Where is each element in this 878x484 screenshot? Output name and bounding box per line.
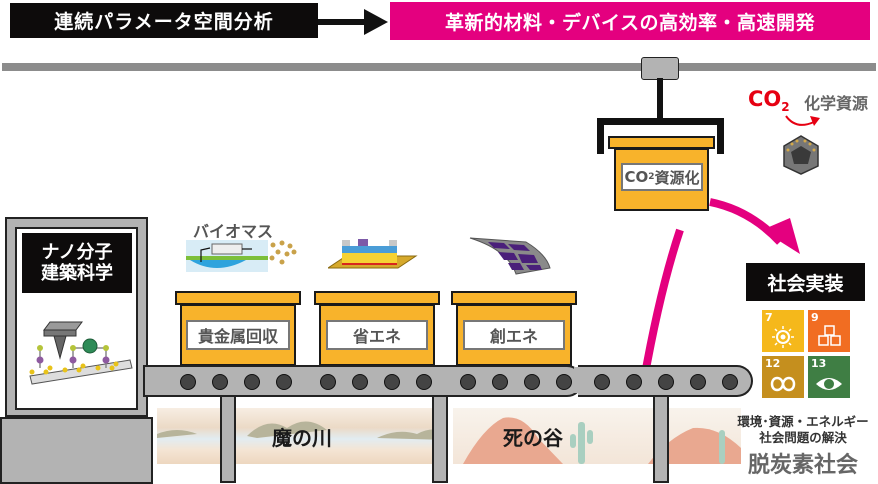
outcome-line1: 環境･資源・エネルギー bbox=[737, 414, 869, 429]
box-lid-energy-creation bbox=[451, 291, 577, 305]
belt-roller bbox=[276, 374, 292, 390]
belt-roller bbox=[690, 374, 706, 390]
metal-particles-icon bbox=[269, 240, 297, 265]
magenta-arrow-icon bbox=[640, 198, 800, 380]
afm-tip-molecule-icon bbox=[29, 321, 133, 385]
label-energy-saving: 省エネ bbox=[326, 320, 428, 350]
hanger-right-arm bbox=[717, 118, 724, 154]
devils-river-label: 魔の川 bbox=[272, 425, 332, 450]
sdg-tiles: 7 9 12 13 bbox=[762, 310, 850, 398]
belt-roller bbox=[460, 374, 476, 390]
conveyor-belt-extension bbox=[578, 365, 753, 397]
conversion-text: 資源化 bbox=[654, 168, 700, 187]
sdg-9-tile: 9 bbox=[808, 310, 850, 352]
label-precious-metal-recovery: 貴金属回収 bbox=[186, 320, 290, 350]
sdg-13-tile: 13 bbox=[808, 356, 850, 398]
co2-sub: 2 bbox=[781, 100, 790, 115]
belt-roller bbox=[384, 374, 400, 390]
co2-text: CO bbox=[624, 168, 649, 186]
belt-join bbox=[574, 367, 580, 393]
belt-roller bbox=[244, 374, 260, 390]
nano-station-base bbox=[0, 417, 153, 484]
social-implementation-title: 社会実装 bbox=[746, 263, 865, 301]
overhead-rail-mid bbox=[518, 63, 683, 71]
nano-title-line1: ナノ分子 bbox=[41, 242, 113, 263]
belt-roller bbox=[180, 374, 196, 390]
header-continuous-parameter-analysis: 連続パラメータ空間分析 bbox=[10, 3, 318, 38]
desert-cactus-icon bbox=[463, 417, 741, 464]
conveyor-leg bbox=[432, 395, 448, 483]
decarbonized-society-label: 脱炭素社会 bbox=[747, 453, 858, 478]
hanger-left-arm bbox=[597, 118, 604, 154]
right-arrow-icon bbox=[318, 9, 388, 35]
belt-roller bbox=[658, 374, 674, 390]
catalyst-polyhedron-icon bbox=[783, 135, 819, 175]
conveyor-belt bbox=[143, 365, 583, 397]
sdg-number: 13 bbox=[811, 357, 827, 370]
eye-globe-icon bbox=[816, 378, 842, 390]
belt-roller bbox=[416, 374, 432, 390]
box-lid-precious-metal bbox=[175, 291, 301, 305]
nano-title-box: ナノ分子 建築科学 bbox=[22, 233, 132, 293]
cubes-icon bbox=[818, 325, 841, 346]
conveyor-leg bbox=[653, 395, 669, 483]
outcome-line2: 社会問題の解決 bbox=[759, 430, 847, 445]
sdg-12-tile: 12 bbox=[762, 356, 804, 398]
thin-film-device-icon bbox=[328, 239, 418, 269]
header-innovative-materials: 革新的材料・デバイスの高効率・高速開発 bbox=[390, 2, 870, 40]
co2-label: CO2 bbox=[748, 87, 790, 114]
conveyor-leg bbox=[220, 395, 236, 483]
rail-trolley bbox=[641, 57, 679, 80]
curved-red-arrow-icon bbox=[785, 115, 820, 126]
infinity-icon bbox=[770, 376, 796, 392]
label-energy-creation: 創エネ bbox=[463, 320, 565, 350]
river-hills-icon bbox=[157, 421, 447, 440]
belt-roller bbox=[320, 374, 336, 390]
sdg-7-tile: 7 bbox=[762, 310, 804, 352]
belt-roller bbox=[626, 374, 642, 390]
chemical-resource-label: 化学資源 bbox=[804, 94, 869, 113]
belt-roller bbox=[556, 374, 572, 390]
belt-roller bbox=[212, 374, 228, 390]
nano-title-line2: 建築科学 bbox=[41, 263, 113, 284]
overhead-rail bbox=[2, 63, 520, 71]
hanger-bar bbox=[597, 118, 724, 125]
sun-icon bbox=[772, 326, 794, 348]
sdg-number: 7 bbox=[765, 311, 773, 324]
biomass-filter-icon bbox=[186, 240, 268, 272]
sdg-number: 9 bbox=[811, 311, 819, 324]
belt-roller bbox=[524, 374, 540, 390]
co2-subscript: 2 bbox=[648, 172, 655, 182]
belt-roller bbox=[722, 374, 738, 390]
belt-roller bbox=[492, 374, 508, 390]
box-lid-energy-saving bbox=[314, 291, 440, 305]
flexible-solar-cell-icon bbox=[469, 237, 551, 275]
biomass-label: バイオマス bbox=[193, 222, 274, 241]
sdg-number: 12 bbox=[765, 357, 781, 370]
overhead-rail-right bbox=[680, 63, 876, 71]
belt-roller bbox=[594, 374, 610, 390]
valley-of-death-label: 死の谷 bbox=[503, 425, 563, 450]
co2-main: CO bbox=[748, 87, 782, 111]
hanger-rod bbox=[657, 78, 663, 120]
belt-roller bbox=[352, 374, 368, 390]
